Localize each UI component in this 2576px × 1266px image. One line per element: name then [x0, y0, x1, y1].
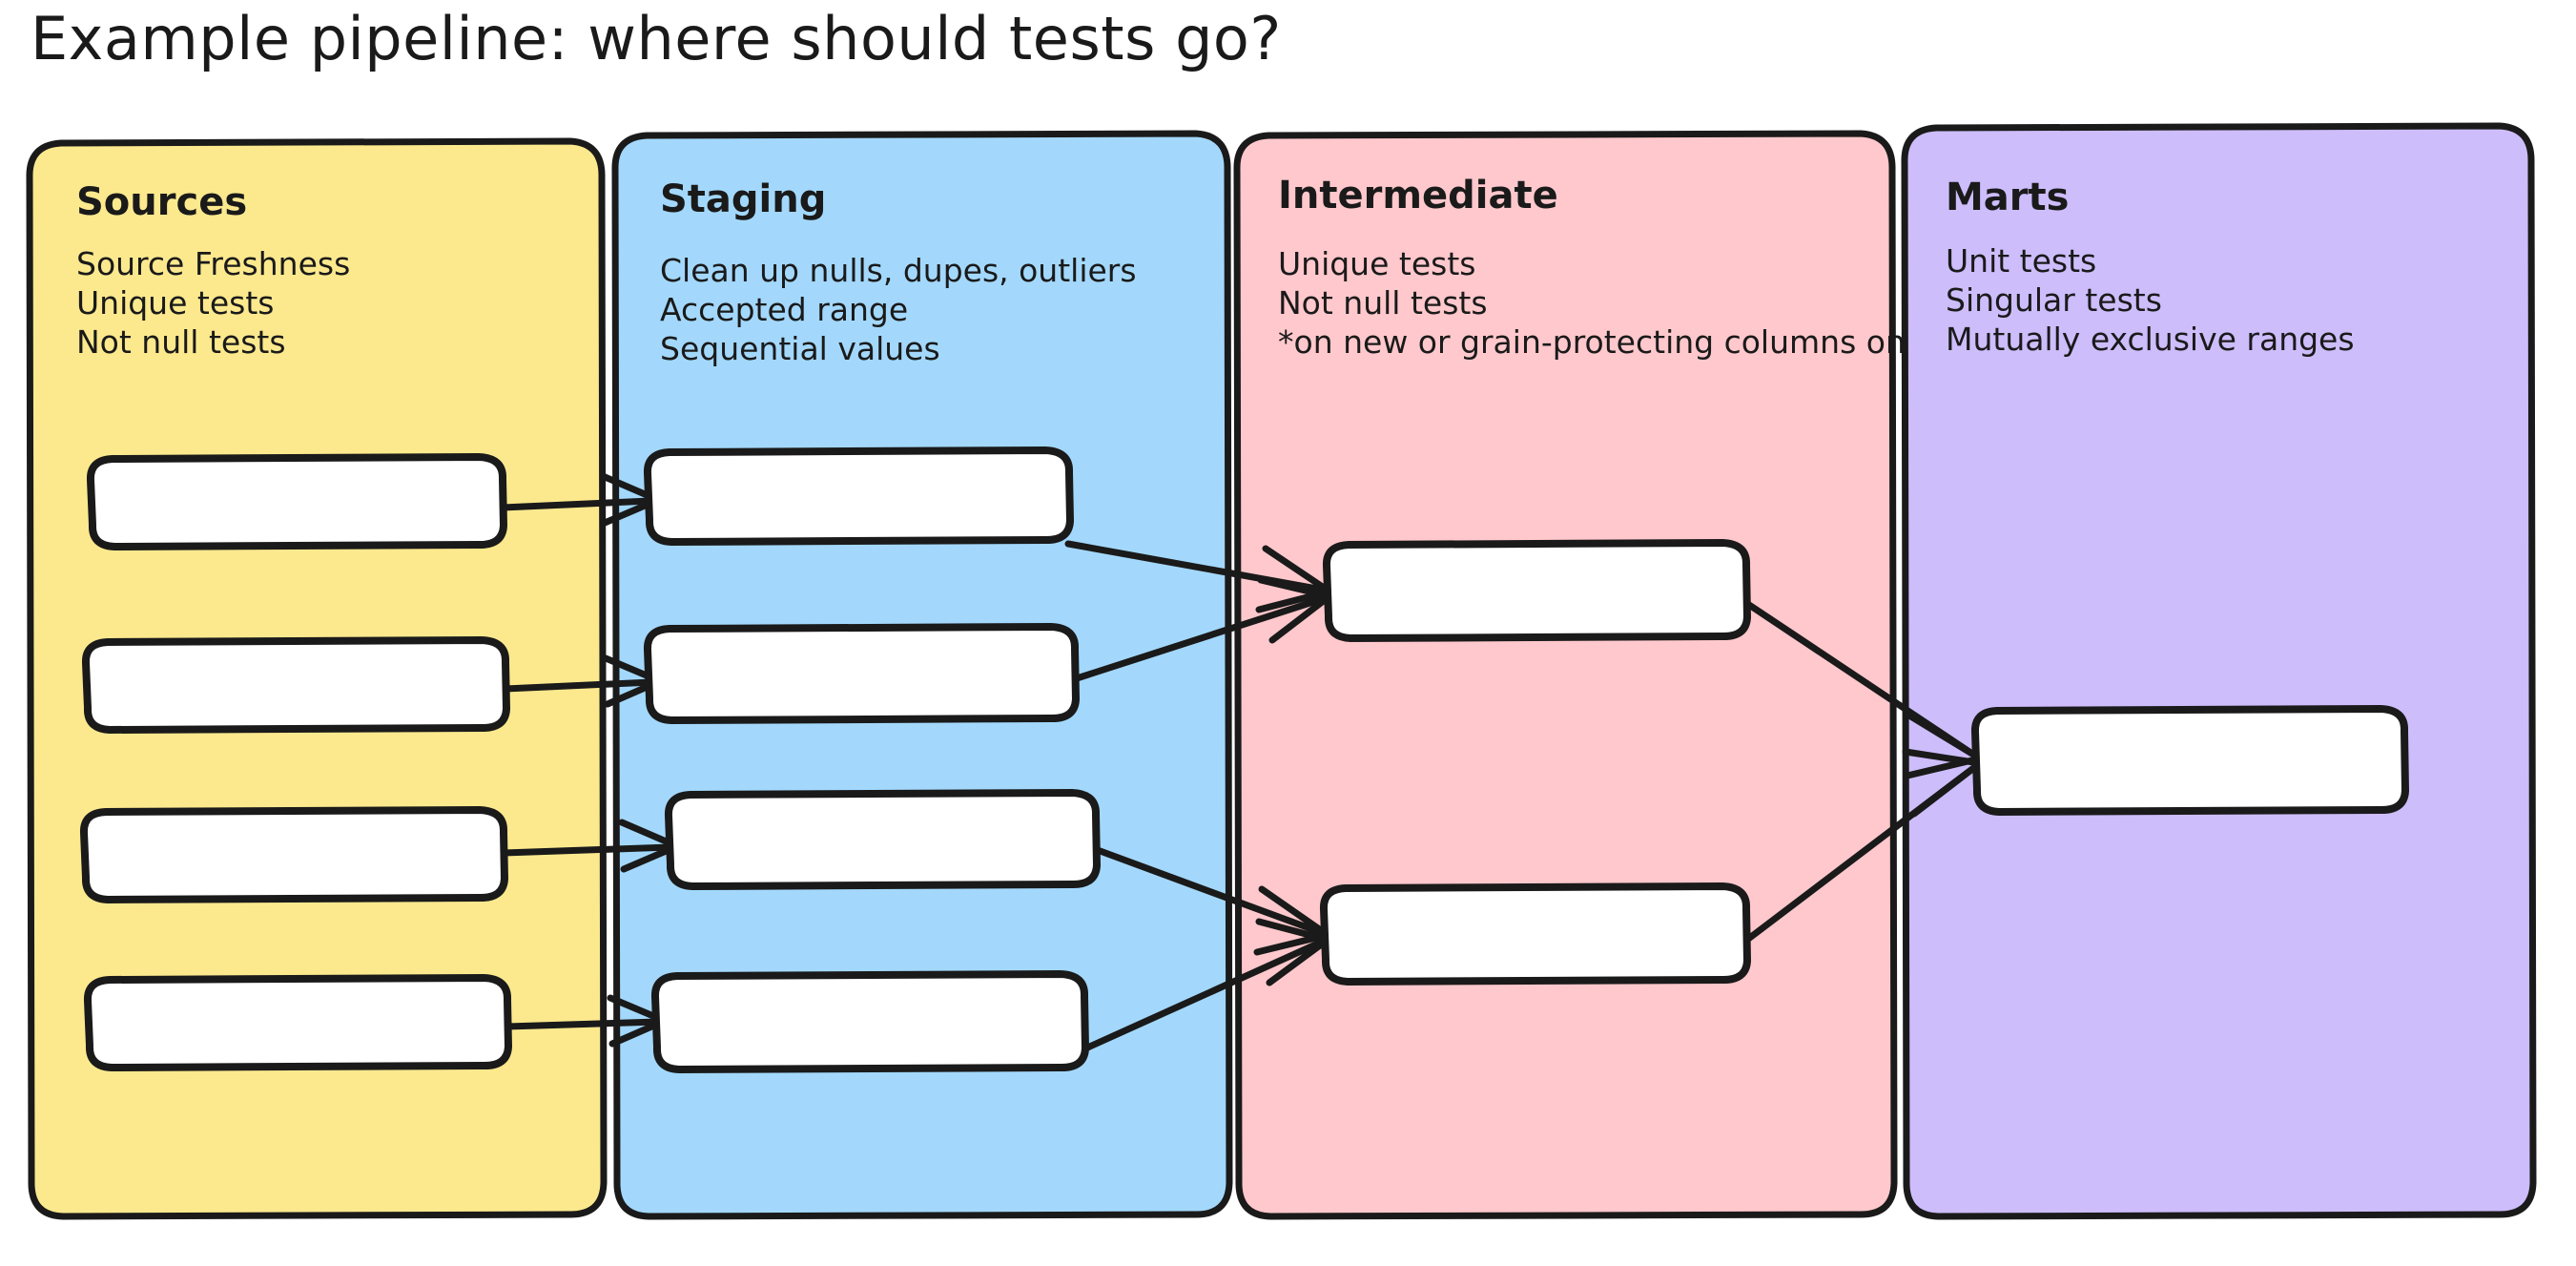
lane-intermediate-title: Intermediate — [1278, 174, 1558, 218]
staging-node-3[interactable] — [664, 789, 1101, 890]
lane-intermediate: Intermediate Unique tests Not null tests… — [1233, 130, 1933, 1220]
lane-marts-line-1: Unit tests — [1946, 242, 2096, 280]
marts-node-1[interactable] — [1970, 705, 2409, 816]
lane-intermediate-line-1: Unique tests — [1278, 245, 1475, 282]
page-title: Example pipeline: where should tests go? — [31, 4, 1282, 73]
lane-marts-line-3: Mutually exclusive ranges — [1946, 321, 2355, 358]
intermediate-node-1[interactable] — [1322, 539, 1751, 642]
staging-node-4[interactable] — [650, 970, 1089, 1073]
source-node-2[interactable] — [81, 636, 510, 734]
lane-staging-line-1: Clean up nulls, dupes, outliers — [660, 252, 1137, 289]
lane-sources-title: Sources — [76, 180, 247, 224]
lane-sources-line-1: Source Freshness — [76, 245, 350, 282]
source-node-1[interactable] — [86, 453, 507, 550]
lane-sources-line-3: Not null tests — [76, 323, 286, 361]
lane-staging-line-3: Sequential values — [660, 330, 940, 367]
nodes-layer — [79, 446, 2409, 1073]
staging-node-1[interactable] — [643, 446, 1074, 546]
lane-marts: Marts Unit tests Singular tests Mutually… — [1901, 122, 2537, 1220]
lane-marts-title: Marts — [1946, 176, 2069, 219]
lane-staging-title: Staging — [660, 177, 826, 221]
staging-node-2[interactable] — [643, 623, 1080, 724]
lane-staging-line-2: Accepted range — [660, 291, 908, 328]
source-node-4[interactable] — [83, 974, 512, 1071]
lane-sources-line-2: Unique tests — [76, 284, 274, 322]
lane-intermediate-line-2: Not null tests — [1278, 284, 1488, 322]
lane-marts-line-2: Singular tests — [1946, 281, 2162, 319]
source-node-3[interactable] — [79, 806, 508, 903]
edges-layer — [499, 472, 1984, 1053]
lane-marts-background — [1901, 122, 2537, 1220]
lane-intermediate-line-3: *on new or grain-protecting columns only — [1278, 323, 1933, 361]
intermediate-node-2[interactable] — [1319, 882, 1751, 986]
